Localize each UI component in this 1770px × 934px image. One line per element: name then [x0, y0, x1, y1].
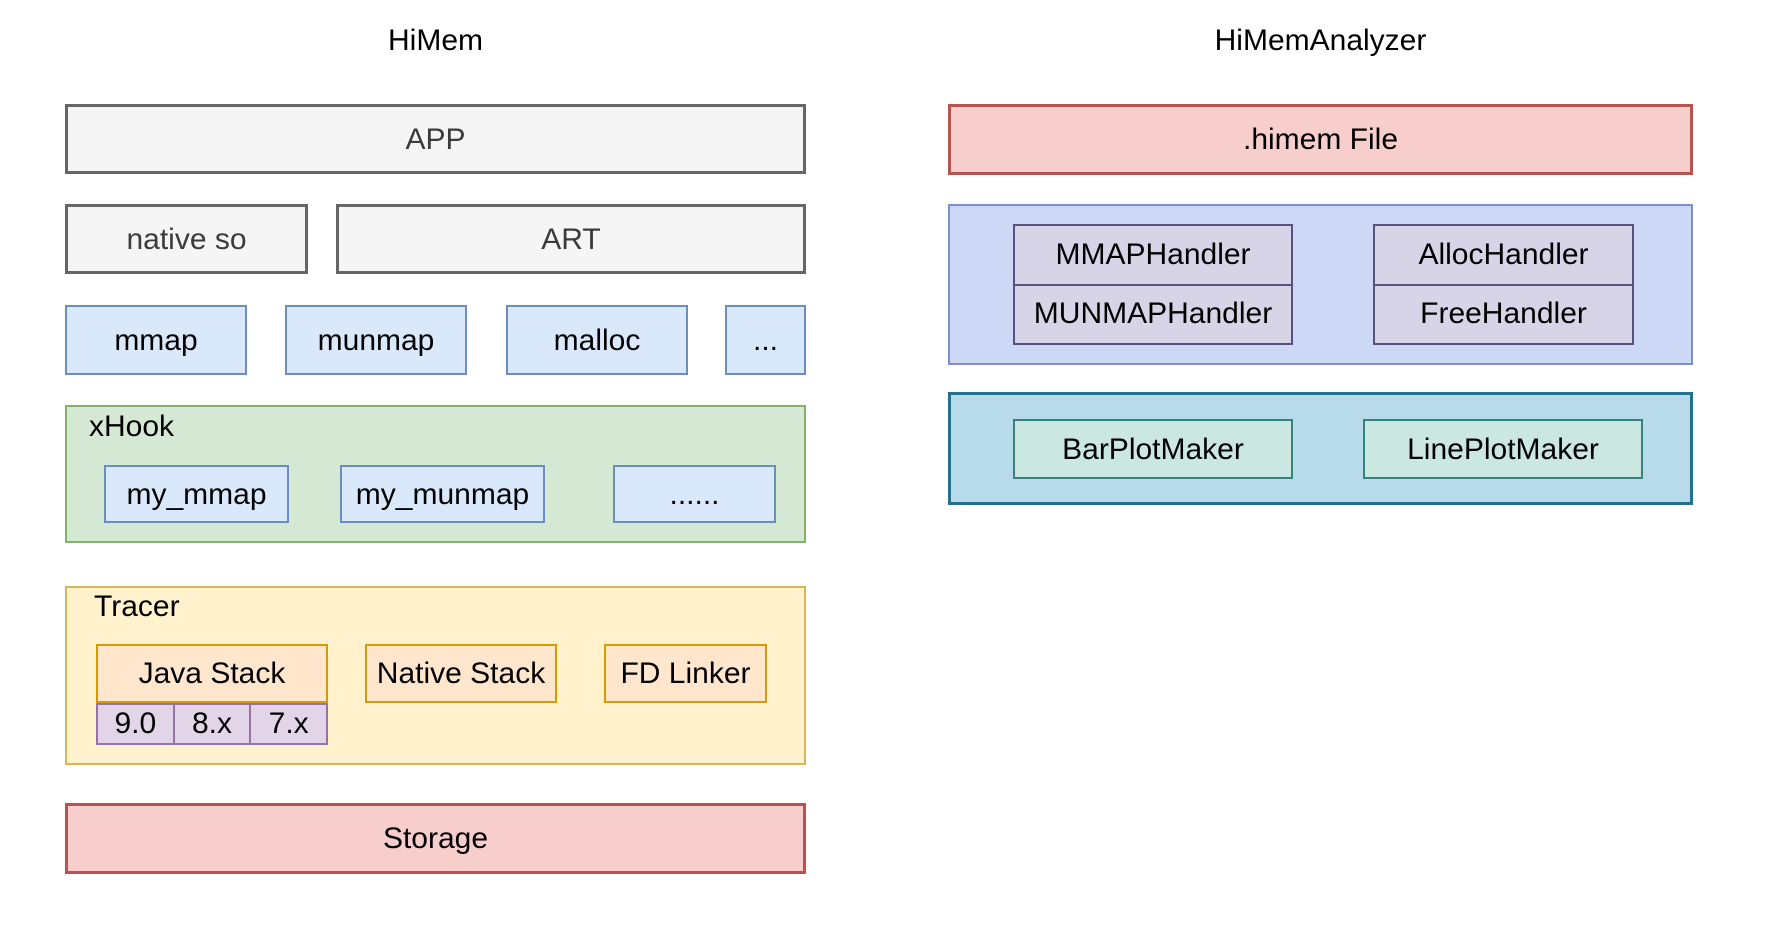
art-label: ART — [541, 222, 601, 256]
version-label: 7.x — [268, 707, 309, 740]
version-cell-9-0: 9.0 — [98, 705, 175, 743]
native-so-box: native so — [65, 204, 308, 274]
alloc-handler-cell: AllocHandler — [1375, 226, 1632, 286]
bar-plot-maker-box: BarPlotMaker — [1013, 419, 1293, 479]
himem-file-label: .himem File — [1242, 123, 1399, 156]
mmap-handler-stack: MMAPHandler MUNMAPHandler — [1013, 224, 1293, 345]
tracer-label: Tracer — [94, 590, 180, 623]
my-mmap-label: my_mmap — [126, 477, 267, 511]
himem-file-box: .himem File — [948, 104, 1693, 175]
version-cell-7-x: 7.x — [251, 705, 326, 743]
hook-ellipsis-label: ...... — [669, 477, 720, 511]
app-box: APP — [65, 104, 806, 174]
mmap-handler-label: MMAPHandler — [1055, 237, 1251, 271]
munmap-handler-label: MUNMAPHandler — [1033, 297, 1273, 331]
storage-label: Storage — [382, 822, 489, 855]
line-plot-maker-box: LinePlotMaker — [1363, 419, 1643, 479]
mmap-box: mmap — [65, 305, 247, 375]
free-handler-label: FreeHandler — [1420, 297, 1587, 331]
storage-box: Storage — [65, 803, 806, 874]
malloc-box: malloc — [506, 305, 688, 375]
himemanalyzer-title: HiMemAnalyzer — [1214, 24, 1427, 57]
my-munmap-label: my_munmap — [355, 477, 530, 511]
my-mmap-box: my_mmap — [104, 465, 289, 523]
malloc-label: malloc — [553, 323, 641, 357]
alloc-handler-label: AllocHandler — [1418, 237, 1589, 271]
line-plot-maker-label: LinePlotMaker — [1407, 432, 1599, 466]
fd-linker-box: FD Linker — [604, 644, 767, 703]
free-handler-cell: FreeHandler — [1375, 286, 1632, 344]
himem-title: HiMem — [388, 24, 483, 57]
java-stack-box: Java Stack — [96, 644, 328, 703]
fd-linker-label: FD Linker — [620, 657, 751, 690]
app-label: APP — [405, 122, 466, 156]
art-box: ART — [336, 204, 806, 274]
alloc-handler-stack: AllocHandler FreeHandler — [1373, 224, 1634, 345]
hook-ellipsis-box: ...... — [613, 465, 776, 523]
my-munmap-box: my_munmap — [340, 465, 545, 523]
mmap-handler-cell: MMAPHandler — [1015, 226, 1291, 286]
version-label: 8.x — [191, 707, 233, 740]
munmap-label: munmap — [317, 323, 435, 357]
munmap-box: munmap — [285, 305, 467, 375]
munmap-handler-cell: MUNMAPHandler — [1015, 286, 1291, 344]
xhook-label: xHook — [89, 410, 175, 443]
syscall-ellipsis-box: ... — [725, 305, 806, 375]
mmap-label: mmap — [114, 323, 198, 357]
java-stack-label: Java Stack — [138, 657, 286, 690]
native-stack-label: Native Stack — [376, 657, 546, 690]
version-label: 9.0 — [114, 707, 157, 740]
native-stack-box: Native Stack — [365, 644, 557, 703]
native-so-label: native so — [126, 222, 247, 256]
bar-plot-maker-label: BarPlotMaker — [1062, 432, 1244, 466]
syscall-ellipsis-label: ... — [752, 323, 778, 357]
version-cell-8-x: 8.x — [175, 705, 252, 743]
android-versions-row: 9.0 8.x 7.x — [96, 703, 328, 745]
